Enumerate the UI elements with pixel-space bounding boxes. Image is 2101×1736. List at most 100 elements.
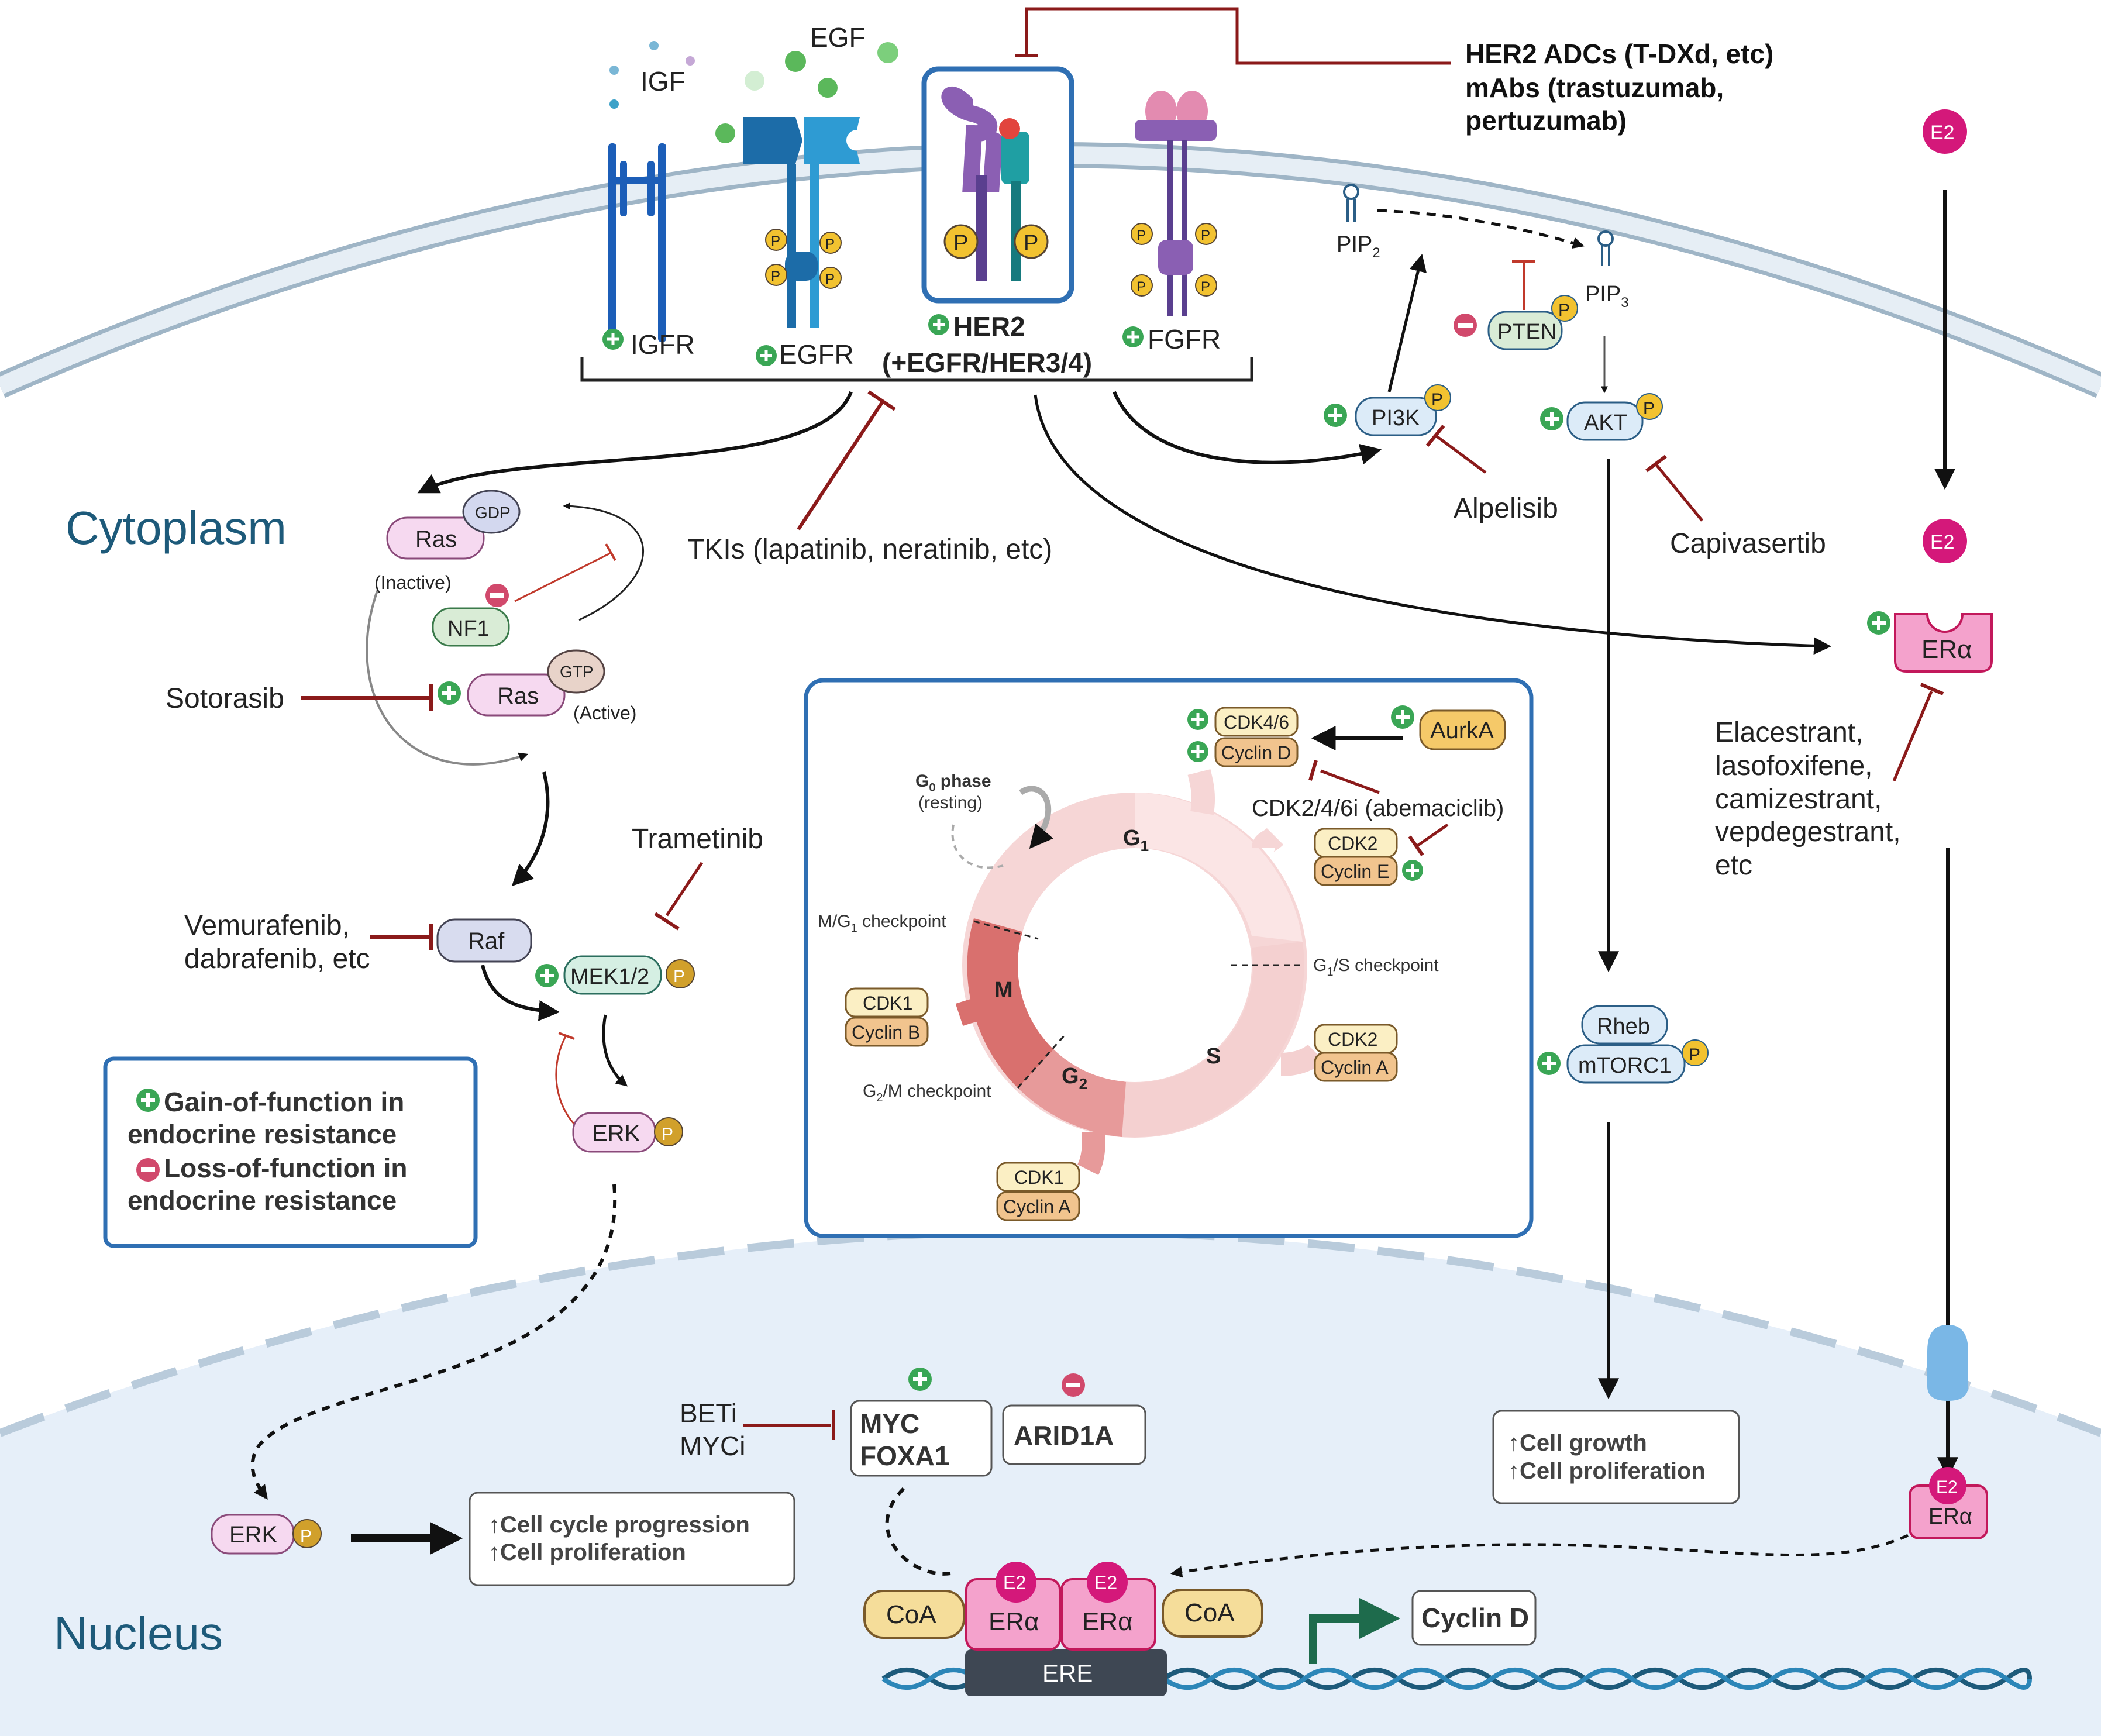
fgfr-phospho-badges: P P P P — [1131, 223, 1217, 297]
svg-text:NF1: NF1 — [447, 616, 490, 641]
svg-text:camizestrant,: camizestrant, — [1715, 784, 1882, 815]
mtorc1-phospho-badge — [1682, 1039, 1709, 1066]
svg-text:PTEN: PTEN — [1497, 320, 1556, 345]
pi3k-to-pip2-arrow — [1387, 254, 1427, 392]
egfr-receptor — [743, 117, 860, 328]
svg-text:E2: E2 — [1936, 1477, 1958, 1497]
capivasertib-label: Capivasertib — [1670, 528, 1826, 559]
gdp-badge — [462, 490, 521, 534]
gdp-to-gtp-arrow — [366, 590, 529, 766]
nuclear-pore-icon — [1927, 1325, 1968, 1401]
her2-label: HER2 — [953, 311, 1025, 342]
svg-text:P: P — [771, 233, 780, 249]
svg-text:MYC: MYC — [860, 1408, 919, 1439]
svg-text:lasofoxifene,: lasofoxifene, — [1715, 750, 1873, 781]
her2-receptor — [941, 87, 1029, 281]
cdk1-cyclinb-complex: CDK1 Cyclin B — [845, 987, 929, 1047]
svg-text:P: P — [662, 1125, 673, 1144]
svg-text:P: P — [1558, 301, 1570, 320]
e2-ligand-top — [1923, 109, 1967, 154]
g2-label: G2 — [1062, 1064, 1087, 1093]
pip3-icon — [1597, 230, 1614, 266]
svg-text:ERK: ERK — [229, 1522, 278, 1548]
svg-text:↑Cell cycle progression: ↑Cell cycle progression — [488, 1512, 750, 1538]
cdk2-cyclina-complex: CDK2 Cyclin A — [1314, 1024, 1398, 1082]
svg-text:ERα: ERα — [1921, 635, 1972, 664]
svg-text:P: P — [825, 271, 835, 287]
tkis-label: TKIs (lapatinib, neratinib, etc) — [687, 534, 1052, 565]
aurka-node — [1419, 709, 1506, 750]
ras-active-node — [467, 673, 566, 717]
her2-adc-label: HER2 ADCs (T-DXd, etc) — [1465, 39, 1773, 69]
cdk-inhibitor-to-cdk2 — [1414, 823, 1449, 849]
g0-label: G0 phase — [915, 771, 991, 794]
igf-ligands: IGF — [609, 41, 695, 109]
nucleus-envelope — [0, 1231, 2101, 1736]
svg-text:P: P — [1024, 231, 1038, 256]
pip2-icon — [1343, 184, 1359, 222]
svg-text:CDK4/6: CDK4/6 — [1224, 712, 1289, 733]
mek-node — [563, 955, 662, 995]
g1s-checkpoint-label: G1/S checkpoint — [1313, 956, 1439, 979]
svg-text:PI3K: PI3K — [1372, 406, 1420, 430]
legend-gain-line2: endocrine resistance — [128, 1119, 397, 1149]
era-to-dimer-arrow — [1170, 1534, 1909, 1578]
svg-text:ERα: ERα — [1928, 1504, 1972, 1529]
svg-text:P: P — [1689, 1045, 1700, 1065]
svg-text:IGF: IGF — [640, 66, 686, 97]
svg-text:E2: E2 — [1003, 1572, 1026, 1593]
e2-ligand-cytoplasm — [1923, 519, 1967, 563]
svg-text:P: P — [1643, 399, 1655, 418]
legend-loss-line1: Loss-of-function in — [164, 1153, 407, 1183]
svg-text:↑Cell growth: ↑Cell growth — [1508, 1430, 1647, 1456]
m-label: M — [994, 978, 1013, 1003]
pip3-label: PIP3 — [1585, 282, 1629, 311]
mek-to-erk-arrow — [602, 1014, 628, 1087]
mek-phospho-badge — [666, 959, 695, 988]
fgfr-label: FGFR — [1148, 324, 1221, 354]
gtp-badge — [547, 649, 605, 694]
fgfr-receptor — [1135, 91, 1217, 316]
svg-text:Raf: Raf — [468, 928, 505, 954]
svg-text:AurkA: AurkA — [1430, 718, 1494, 743]
pip2-label: PIP2 — [1337, 232, 1380, 261]
era-receptor — [1894, 613, 1993, 673]
svg-text:P: P — [1201, 228, 1210, 243]
svg-text:E2: E2 — [1930, 122, 1955, 144]
her2-mab-label: mAbs (trastuzumab, — [1465, 73, 1724, 103]
ras-inactive-node — [386, 516, 485, 560]
svg-text:Cyclin D: Cyclin D — [1421, 1603, 1529, 1633]
rheb-node — [1581, 1005, 1668, 1045]
s-label: S — [1206, 1044, 1221, 1069]
cdk2-cycline-complex: CDK2 Cyclin E — [1314, 828, 1398, 886]
svg-text:P: P — [771, 268, 780, 284]
cdk-inhibitor-label: CDK2/4/6i (abemaciclib) — [1252, 795, 1504, 821]
svg-text:P: P — [953, 231, 968, 256]
cyclin-d-gene-box — [1411, 1590, 1537, 1646]
beti-label: BETi — [680, 1398, 737, 1428]
myci-label: MYCi — [680, 1431, 745, 1461]
pi3k-phospho-badge — [1424, 384, 1451, 411]
igfr-receptor — [608, 143, 666, 342]
svg-text:GDP: GDP — [475, 504, 511, 522]
svg-text:CDK1: CDK1 — [1014, 1167, 1064, 1188]
resting-label: (resting) — [918, 793, 983, 812]
sotorasib-label: Sotorasib — [166, 683, 284, 714]
transcription-arrow — [1309, 1598, 1400, 1664]
raf-to-mek-arrow — [481, 965, 560, 1021]
svg-text:FOXA1: FOXA1 — [860, 1441, 949, 1471]
svg-text:GTP: GTP — [560, 663, 594, 681]
svg-text:↑Cell proliferation: ↑Cell proliferation — [1508, 1458, 1706, 1484]
cytoplasm-label: Cytoplasm — [66, 502, 287, 554]
svg-text:EGF: EGF — [810, 22, 866, 53]
ras-to-raf-arrow — [511, 771, 550, 887]
svg-text:ERE: ERE — [1042, 1659, 1093, 1687]
arid1a-box — [1002, 1404, 1146, 1465]
svg-text:AKT: AKT — [1584, 411, 1627, 435]
svg-text:P: P — [1136, 279, 1146, 295]
trametinib-inhibition — [665, 862, 704, 917]
cell-cycle-progression-box — [469, 1492, 795, 1586]
svg-text:Ras: Ras — [497, 683, 539, 709]
svg-text:E2: E2 — [1094, 1572, 1117, 1593]
